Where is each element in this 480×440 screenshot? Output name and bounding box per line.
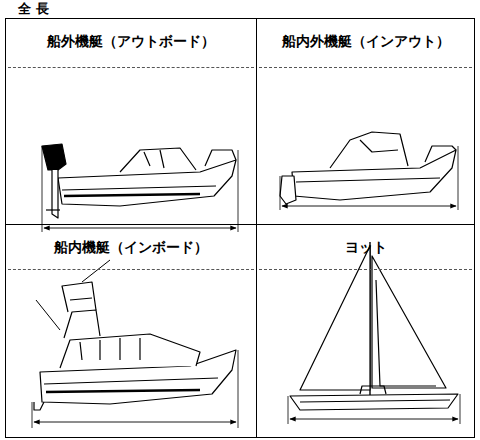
boat-type-cell: 船内外機艇（インアウト） [256, 18, 475, 225]
diagram-title: 全 長 [18, 0, 49, 18]
cell-heading: 船内機艇（インボード） [6, 225, 256, 257]
cell-heading: ヨット [257, 225, 474, 257]
dashed-separator [259, 67, 472, 68]
boat-type-cell: 船内機艇（インボード） [5, 224, 257, 438]
boat-type-cell: ヨット [256, 224, 475, 438]
boat-type-cell: 船外機艇（アウトボード） [5, 18, 257, 225]
cell-heading: 船外機艇（アウトボード） [6, 19, 256, 51]
dashed-separator [259, 269, 472, 270]
dashed-separator [8, 67, 254, 68]
dashed-separator [8, 269, 254, 270]
cell-heading: 船内外機艇（インアウト） [257, 19, 474, 51]
